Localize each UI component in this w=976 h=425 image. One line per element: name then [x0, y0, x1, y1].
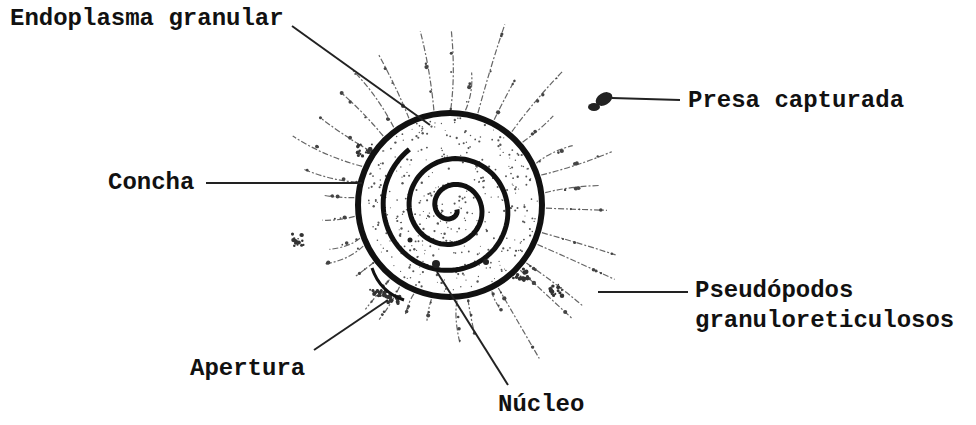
prey-label: Presa capturada [688, 86, 904, 116]
aperture [372, 268, 404, 300]
captured-prey [588, 89, 615, 111]
leader-lines [206, 26, 688, 385]
shell-outline [358, 113, 542, 297]
granular-endoplasm [368, 117, 538, 292]
nucleus-dots [408, 238, 490, 269]
endoplasm-label: Endoplasma granular [10, 4, 284, 34]
nucleus-label: Núcleo [498, 390, 584, 420]
shell-label: Concha [108, 168, 194, 198]
pseudopod-label: Pseudópodos granuloreticulosos [695, 276, 970, 336]
shell-spiral [383, 149, 508, 270]
aperture-label: Apertura [190, 354, 305, 384]
pseudopods [291, 25, 616, 359]
